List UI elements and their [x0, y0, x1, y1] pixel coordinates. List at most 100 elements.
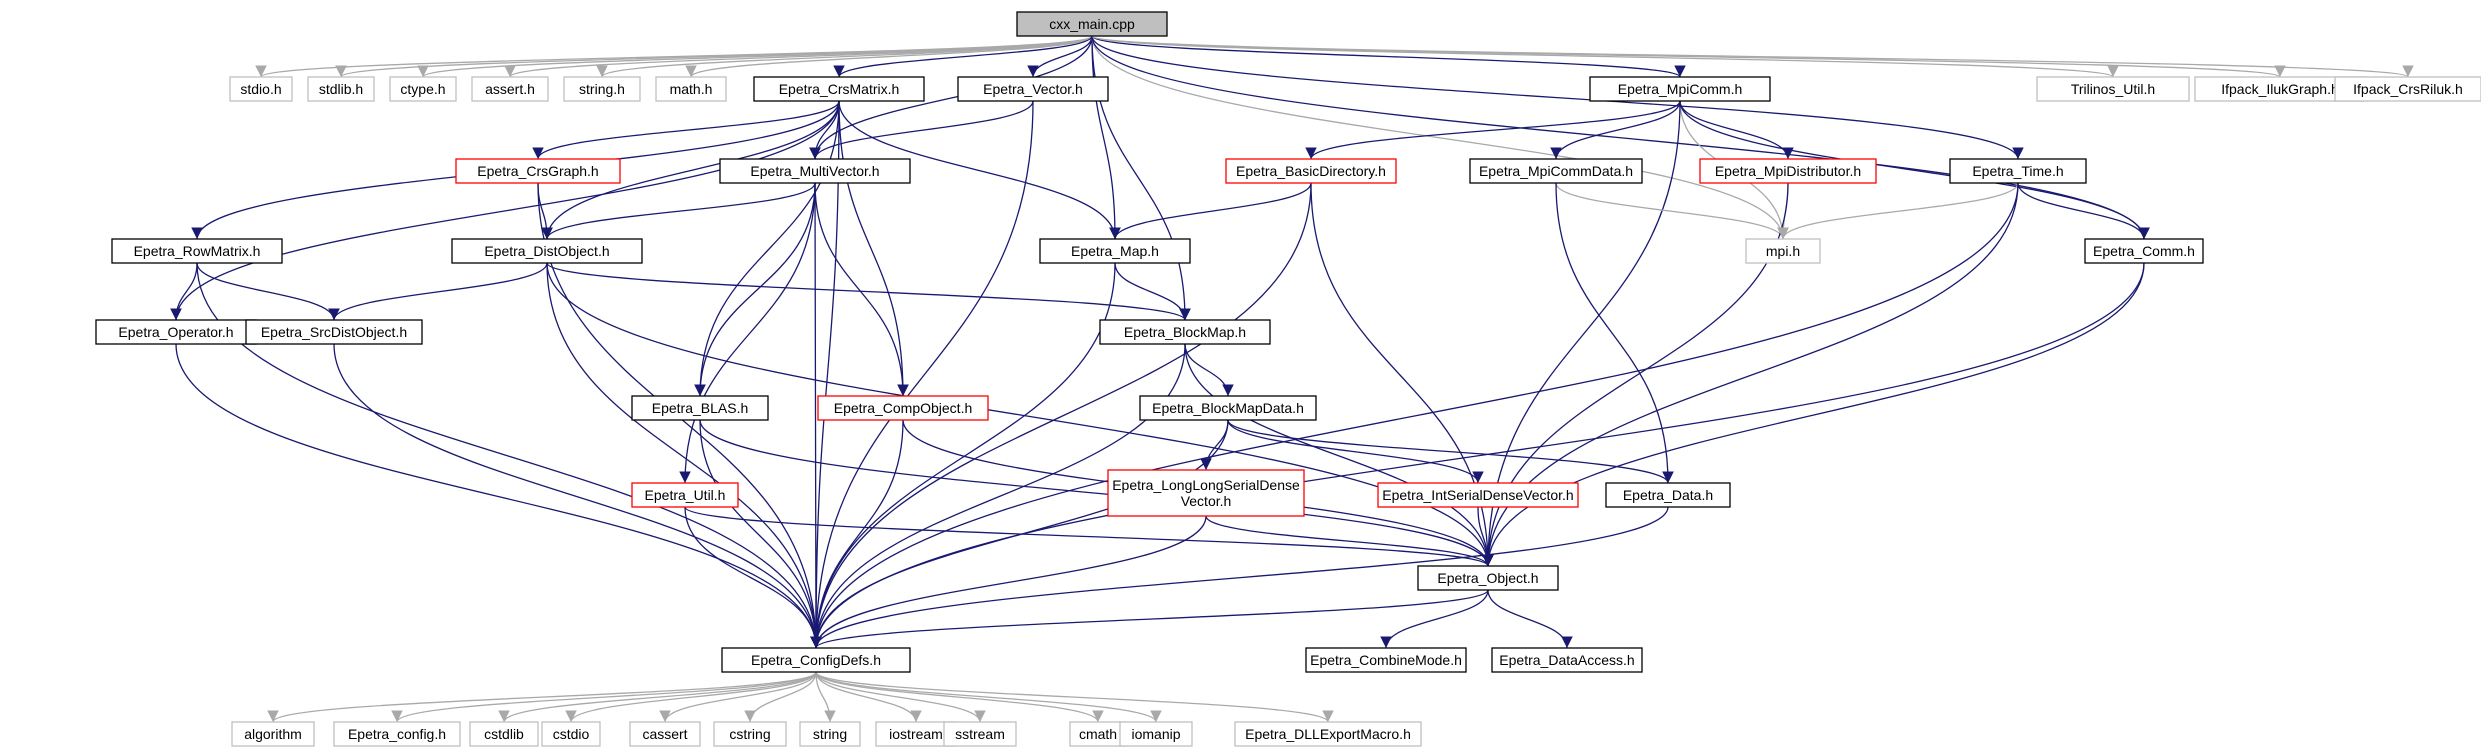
edge-basicdirectory-to-object_h: [1310, 182, 1494, 567]
node-mpicommdata[interactable]: Epetra_MpiCommData.h: [1469, 158, 1643, 184]
node-dataaccess[interactable]: Epetra_DataAccess.h: [1491, 647, 1643, 673]
node-label: cstdlib: [484, 726, 524, 742]
edge-mpicommdata-to-data_h: [1555, 182, 1674, 484]
node-crsgraph[interactable]: Epetra_CrsGraph.h: [455, 158, 621, 184]
node-intserial[interactable]: Epetra_IntSerialDenseVector.h: [1377, 482, 1579, 508]
node-box: [943, 721, 1017, 747]
node-ifpack-ilukgraph[interactable]: Ifpack_IlukGraph.h: [2194, 76, 2366, 102]
node-box: [631, 482, 739, 508]
node-box: [245, 319, 423, 345]
node-cstdlib[interactable]: cstdlib: [469, 721, 539, 747]
node-dllexport[interactable]: Epetra_DLLExportMacro.h: [1234, 721, 1422, 747]
node-time-h[interactable]: Epetra_Time.h: [1949, 158, 2087, 184]
edge-rowmatrix-to-operator_h: [170, 262, 198, 321]
edge-time_h-to-configdefs: [810, 182, 2019, 649]
node-box: [1039, 238, 1191, 264]
node-cxx-main[interactable]: cxx_main.cpp: [1016, 11, 1168, 37]
node-label: Epetra_config.h: [348, 726, 446, 742]
edge-basicdirectory-to-configdefs: [810, 182, 1312, 649]
edges-layer: [170, 35, 2414, 723]
edge-configdefs-to-cstdio: [565, 671, 817, 723]
node-cmath[interactable]: cmath: [1069, 721, 1127, 747]
edge-cxx_main-to-mpicomm: [1091, 35, 1686, 78]
edge-configdefs-to-epetra_config: [391, 671, 817, 723]
edge-util_h-to-object_h: [684, 506, 1494, 567]
node-compobject[interactable]: Epetra_CompObject.h: [817, 395, 989, 421]
node-mpidistributor[interactable]: Epetra_MpiDistributor.h: [1699, 158, 1877, 184]
node-srcdistobject[interactable]: Epetra_SrcDistObject.h: [245, 319, 423, 345]
node-ctype-h[interactable]: ctype.h: [389, 76, 457, 102]
edge-multivector-to-distobject: [541, 182, 816, 240]
node-box: [1377, 482, 1579, 508]
edge-map_h-to-configdefs: [810, 262, 1116, 649]
edge-cxx_main-to-stdlib_h: [335, 35, 1093, 78]
node-box: [2084, 238, 2204, 264]
node-string-h[interactable]: string.h: [563, 76, 641, 102]
node-blas-h[interactable]: Epetra_BLAS.h: [631, 395, 769, 421]
edge-mpicommdata-to-mpi_h: [1555, 182, 1789, 240]
node-iomanip[interactable]: iomanip: [1119, 721, 1193, 747]
node-box: [111, 238, 283, 264]
node-label: Trilinos_Util.h: [2071, 81, 2155, 97]
node-operator-h[interactable]: Epetra_Operator.h: [95, 319, 257, 345]
node-util-h[interactable]: Epetra_Util.h: [631, 482, 739, 508]
node-label: Epetra_BasicDirectory.h: [1236, 163, 1386, 179]
node-vector[interactable]: Epetra_Vector.h: [957, 76, 1109, 102]
node-crsmatrix[interactable]: Epetra_CrsMatrix.h: [753, 76, 925, 102]
node-label: iomanip: [1131, 726, 1180, 742]
node-basicdirectory[interactable]: Epetra_BasicDirectory.h: [1225, 158, 1397, 184]
node-stdlib-h[interactable]: stdlib.h: [307, 76, 375, 102]
node-trilinos-util[interactable]: Trilinos_Util.h: [2036, 76, 2190, 102]
node-epetra-config[interactable]: Epetra_config.h: [333, 721, 461, 747]
node-map-h[interactable]: Epetra_Map.h: [1039, 238, 1191, 264]
node-label: stdlib.h: [319, 81, 363, 97]
node-distobject[interactable]: Epetra_DistObject.h: [451, 238, 643, 264]
node-label: Epetra_ConfigDefs.h: [751, 652, 881, 668]
node-cstring[interactable]: cstring: [713, 721, 787, 747]
edge-multivector-to-blas_h: [694, 182, 816, 397]
node-label: cmath: [1079, 726, 1117, 742]
node-sstream[interactable]: sstream: [943, 721, 1017, 747]
node-configdefs[interactable]: Epetra_ConfigDefs.h: [721, 647, 911, 673]
node-stdio-h[interactable]: stdio.h: [229, 76, 293, 102]
node-cassert[interactable]: cassert: [629, 721, 701, 747]
node-combinemode[interactable]: Epetra_CombineMode.h: [1305, 647, 1467, 673]
node-string[interactable]: string: [799, 721, 861, 747]
node-assert-h[interactable]: assert.h: [471, 76, 549, 102]
nodes-layer: cxx_main.cpp stdio.h stdlib.h ctype.h assert…: [95, 11, 2481, 747]
node-iostream[interactable]: iostream: [875, 721, 957, 747]
node-rowmatrix[interactable]: Epetra_RowMatrix.h: [111, 238, 283, 264]
node-box: [229, 76, 293, 102]
node-cstdio[interactable]: cstdio: [541, 721, 601, 747]
node-box: [2334, 76, 2481, 102]
node-comm-h[interactable]: Epetra_Comm.h: [2084, 238, 2204, 264]
edge-cxx_main-to-crsmatrix: [833, 35, 1093, 78]
node-object-h[interactable]: Epetra_Object.h: [1417, 565, 1559, 591]
node-blockmap[interactable]: Epetra_BlockMap.h: [1099, 319, 1271, 345]
edge-time_h-to-comm_h: [2017, 182, 2150, 240]
edge-configdefs-to-cstdlib: [498, 671, 817, 723]
node-box: [541, 721, 601, 747]
node-math-h[interactable]: math.h: [655, 76, 727, 102]
node-algorithm[interactable]: algorithm: [231, 721, 315, 747]
edge-blockmap-to-object_h: [1184, 343, 1494, 567]
node-multivector[interactable]: Epetra_MultiVector.h: [719, 158, 911, 184]
node-label: Epetra_Object.h: [1437, 570, 1538, 586]
edge-crsmatrix-to-blas_h: [694, 100, 840, 397]
node-label: Epetra_Time.h: [1972, 163, 2063, 179]
node-label: Epetra_BlockMap.h: [1124, 324, 1246, 340]
node-mpicomm[interactable]: Epetra_MpiComm.h: [1589, 76, 1771, 102]
node-mpi-h[interactable]: mpi.h: [1745, 238, 1821, 264]
node-data-h[interactable]: Epetra_Data.h: [1605, 482, 1731, 508]
edge-cxx_main-to-mpi_h: [1091, 35, 1789, 240]
edge-comm_h-to-object_h: [1482, 262, 2145, 567]
node-ifpack-crsriluk[interactable]: Ifpack_CrsRiluk.h: [2334, 76, 2481, 102]
node-box: [719, 158, 911, 184]
edge-operator_h-to-configdefs: [175, 343, 822, 649]
node-blockmapdata[interactable]: Epetra_BlockMapData.h: [1139, 395, 1317, 421]
edge-crsmatrix-to-map_h: [838, 100, 1121, 240]
node-box: [721, 647, 911, 673]
node-label: assert.h: [485, 81, 535, 97]
edge-blockmapdata-to-data_h: [1227, 419, 1674, 484]
